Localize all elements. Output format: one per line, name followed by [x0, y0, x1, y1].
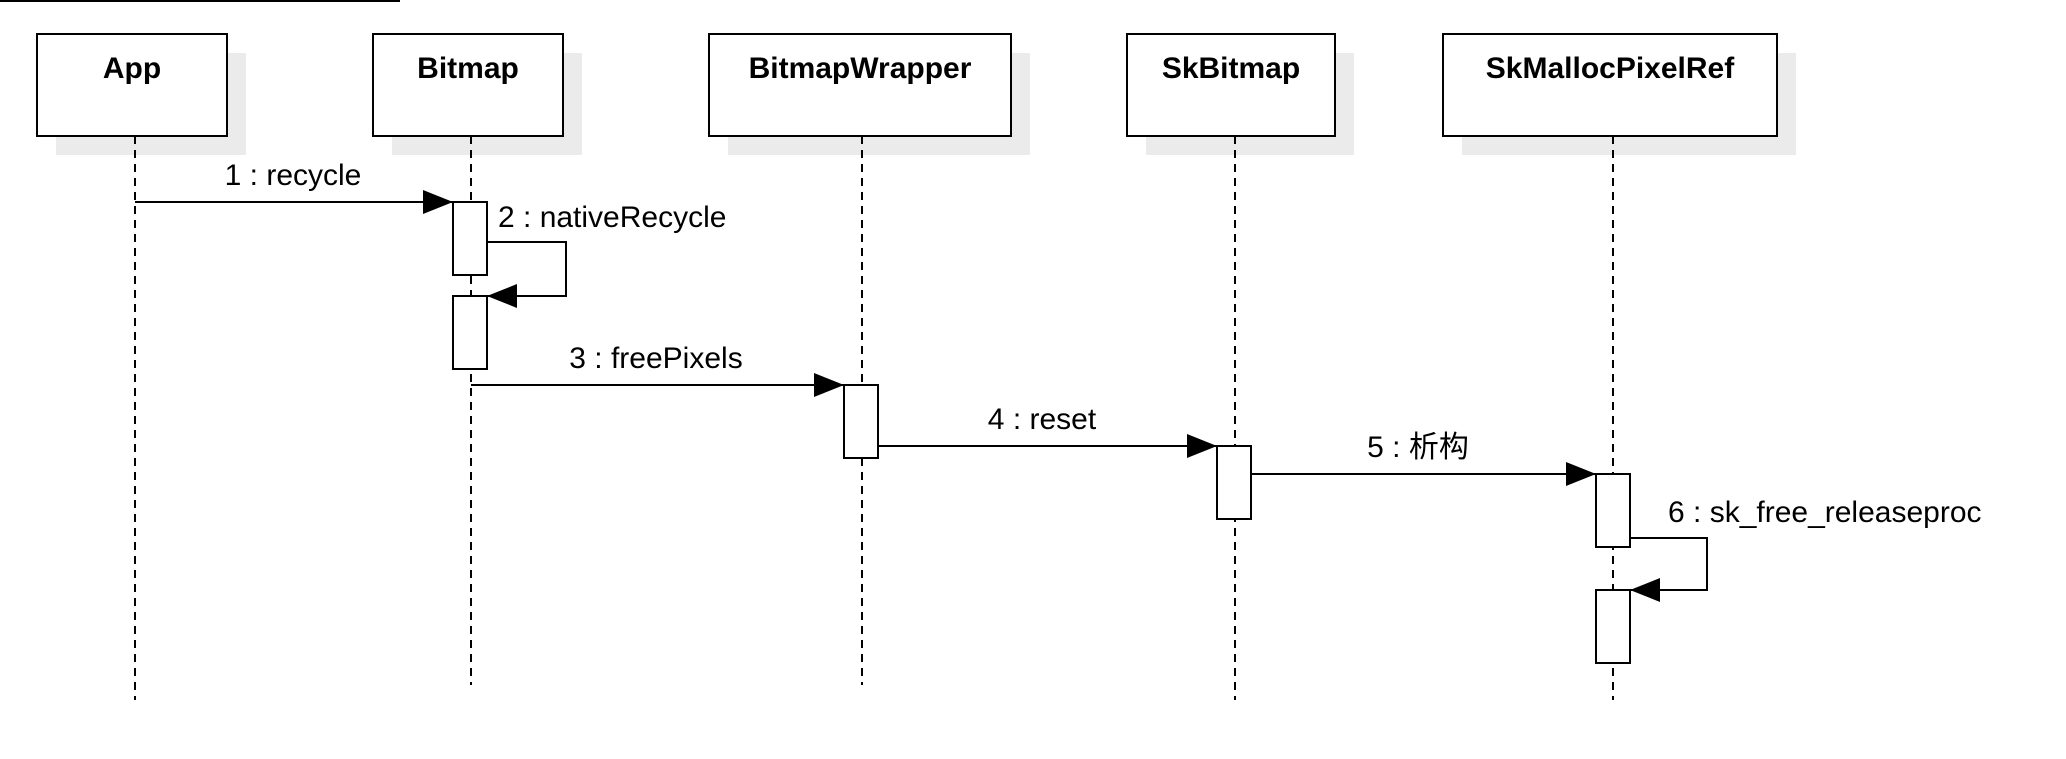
- message-5-label: 5 : 析构: [1367, 431, 1469, 464]
- message-2: 2 : nativeRecycle: [487, 201, 726, 308]
- lifeline-skmallocpixelref-box: [1442, 33, 1778, 137]
- message-2-arrow: [487, 241, 567, 308]
- lifeline-bitmapwrapper-label: BitmapWrapper: [749, 52, 972, 85]
- message-2-label: 2 : nativeRecycle: [498, 201, 726, 234]
- lifeline-bitmap-label: Bitmap: [417, 52, 519, 85]
- message-6-label: 6 : sk_free_releaseproc: [1668, 496, 1982, 529]
- message-6-arrow: [1630, 537, 1708, 602]
- lifeline-skbitmap: SkBitmap: [1126, 33, 1354, 700]
- lifeline-app-label: App: [103, 52, 161, 85]
- lifeline-bitmap-box: [372, 33, 564, 137]
- message-1: 1 : recycle: [135, 159, 453, 214]
- activation-skmallocpixelref-2: [1595, 589, 1631, 664]
- lifeline-app-box: [36, 33, 228, 137]
- lifeline-skbitmap-box: [1126, 33, 1336, 137]
- activation-skbitmap: [1216, 445, 1252, 520]
- lifeline-skbitmap-label: SkBitmap: [1162, 52, 1300, 85]
- message-4: 4 : reset: [878, 403, 1217, 458]
- activation-skmallocpixelref-1: [1595, 473, 1631, 548]
- activation-bitmapwrapper: [843, 384, 879, 459]
- lifeline-skmallocpixelref-label: SkMallocPixelRef: [1486, 52, 1735, 85]
- message-4-label: 4 : reset: [988, 403, 1097, 436]
- message-6: 6 : sk_free_releaseproc: [1630, 496, 1982, 602]
- message-3: 3 : freePixels: [471, 342, 844, 397]
- lifeline-skmallocpixelref: SkMallocPixelRef: [1442, 33, 1796, 700]
- activation-bitmap-2: [452, 295, 488, 370]
- activation-bitmap-1: [452, 201, 488, 276]
- message-3-label: 3 : freePixels: [569, 342, 742, 375]
- message-1-label: 1 : recycle: [225, 159, 362, 192]
- message-5: 5 : 析构: [1251, 431, 1596, 486]
- lifeline-bitmapwrapper: BitmapWrapper: [708, 33, 1030, 685]
- lifeline-bitmap: Bitmap: [372, 33, 582, 685]
- lifeline-bitmapwrapper-box: [708, 33, 1012, 137]
- lifeline-app: App: [36, 33, 246, 700]
